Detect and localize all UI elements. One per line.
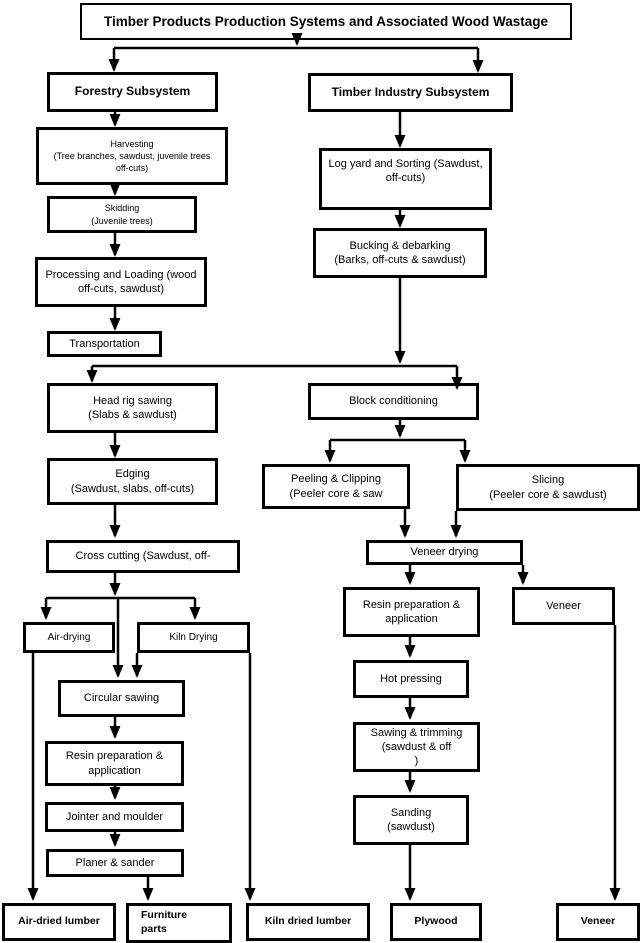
node-label: off-cuts) — [115, 163, 149, 174]
node-label: Jointer and moulder — [65, 810, 164, 823]
node-furniture-parts: Furniture parts — [126, 903, 232, 943]
node-label: Circular sawing — [83, 692, 160, 705]
node-label: Log yard and Sorting (Sawdust, — [328, 158, 483, 170]
node-veneer-drying: Veneer drying — [366, 540, 523, 565]
node-jointer-moulder: Jointer and moulder — [45, 802, 184, 832]
node-edging: Edging (Sawdust, slabs, off-cuts) — [47, 458, 218, 505]
node-transportation: Transportation — [47, 331, 162, 357]
node-label: application — [88, 764, 141, 777]
node-slicing: Slicing (Peeler core & sawdust) — [456, 464, 640, 511]
node-label: (sawdust) — [387, 821, 435, 833]
node-sawing-trimming: Sawing & trimming (sawdust & off ) — [353, 722, 480, 772]
node-kiln-dried-lumber: Kiln dried lumber — [246, 903, 370, 941]
node-label: Timber Products Production Systems and A… — [103, 13, 549, 29]
node-forestry-subsystem: Forestry Subsystem — [47, 72, 218, 112]
node-label: Skidding — [104, 203, 140, 214]
node-label: Edging — [115, 468, 150, 481]
node-label: (Sawdust, slabs, off-cuts) — [70, 482, 195, 495]
node-label: Air-dried lumber — [18, 915, 100, 928]
node-peeling-clipping: Peeling & Clipping (Peeler core & saw — [262, 464, 410, 509]
node-label: Head rig sawing — [93, 394, 172, 407]
node-label: application — [385, 613, 438, 625]
node-label: Transportation — [69, 337, 140, 350]
node-label: Slicing — [531, 474, 565, 487]
node-label: Sawing & trimming — [370, 726, 463, 739]
node-air-drying: Air-drying — [23, 622, 115, 653]
node-label: parts — [141, 923, 167, 935]
node-timber-industry-subsystem: Timber Industry Subsystem — [308, 73, 513, 112]
node-label: (Tree branches, sawdust, juvenile trees — [53, 150, 211, 161]
node-label: (Peeler core & saw — [289, 487, 383, 500]
node-cross-cutting: Cross cutting (Sawdust, off- — [46, 540, 240, 573]
node-label: Veneer — [580, 915, 616, 928]
node-label: (Slabs & sawdust) — [88, 409, 177, 421]
node-label: Forestry Subsystem — [74, 84, 191, 99]
node-label: Bucking & debarking — [349, 239, 451, 252]
node-resin-preparation-plywood: Resin preparation & application — [343, 587, 480, 637]
node-label: Resin preparation & — [362, 598, 461, 611]
node-circular-sawing: Circular sawing — [58, 680, 185, 717]
node-head-rig-sawing: Head rig sawing (Slabs & sawdust) — [47, 383, 218, 433]
node-sanding: Sanding (sawdust) — [353, 795, 469, 845]
node-label: Kiln Drying — [169, 632, 218, 643]
node-label: off-cuts, sawdust) — [78, 283, 164, 295]
node-bucking-debarking: Bucking & debarking (Barks, off-cuts & s… — [313, 228, 487, 278]
node-veneer-output: Veneer — [556, 903, 640, 941]
node-kiln-drying: Kiln Drying — [137, 622, 250, 653]
node-label: (Barks, off-cuts & sawdust) — [334, 254, 466, 266]
node-label: Timber Industry Subsystem — [331, 84, 490, 99]
node-label: off-cuts) — [385, 172, 426, 185]
node-processing-loading: Processing and Loading (wood off-cuts, s… — [35, 257, 207, 307]
node-air-dried-lumber: Air-dried lumber — [2, 903, 116, 941]
node-block-conditioning: Block conditioning — [308, 383, 479, 420]
node-label: Kiln dried lumber — [264, 915, 352, 928]
node-label: Hot pressing — [380, 672, 442, 685]
node-label: Harvesting — [110, 138, 154, 149]
node-label: Planer & sander — [75, 856, 155, 869]
node-label: Plywood — [414, 915, 458, 928]
node-label: Processing and Loading (wood — [45, 268, 197, 281]
node-label: Veneer — [546, 599, 581, 612]
node-title: Timber Products Production Systems and A… — [80, 3, 572, 40]
node-resin-preparation-lumber: Resin preparation & application — [45, 741, 184, 786]
node-label: Cross cutting (Sawdust, off- — [75, 550, 211, 563]
node-skidding: Skidding (Juvenile trees) — [47, 196, 197, 233]
node-label: (Juvenile trees) — [91, 215, 153, 226]
node-planer-sander: Planer & sander — [46, 849, 184, 877]
node-hot-pressing: Hot pressing — [353, 660, 469, 698]
node-label: ) — [414, 755, 419, 768]
node-label: Resin preparation & — [65, 750, 164, 763]
node-label: (Peeler core & sawdust) — [489, 488, 607, 501]
node-label: Block conditioning — [349, 395, 438, 408]
node-harvesting: Harvesting (Tree branches, sawdust, juve… — [36, 127, 228, 185]
node-label: Sanding — [390, 806, 432, 819]
node-log-yard-sorting: Log yard and Sorting (Sawdust, off-cuts) — [319, 148, 492, 210]
node-label: Veneer drying — [410, 546, 479, 559]
node-plywood: Plywood — [390, 903, 482, 941]
node-veneer-mid: Veneer — [512, 587, 615, 625]
node-label: Air-drying — [47, 632, 91, 643]
node-label: (sawdust & off — [381, 740, 452, 753]
node-label: Furniture — [141, 909, 188, 922]
node-label: Peeling & Clipping — [291, 473, 381, 486]
